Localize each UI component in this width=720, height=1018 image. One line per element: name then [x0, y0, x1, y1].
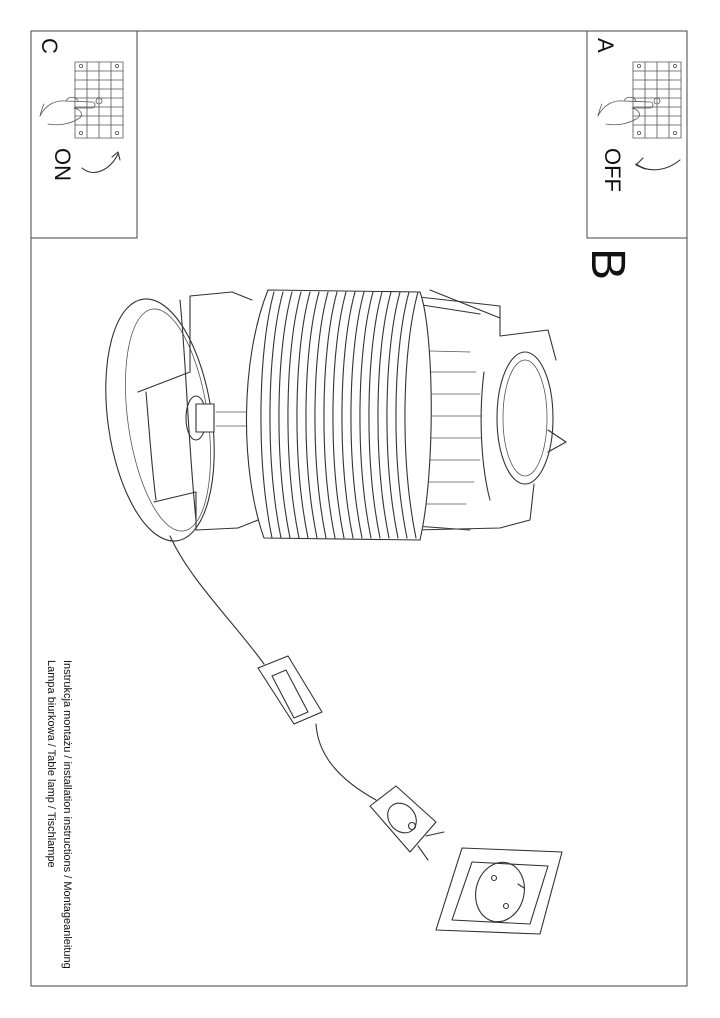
- lamp-illustration: [105, 289, 567, 935]
- panel-c: C ON: [30, 30, 138, 239]
- step-b-letter: B: [581, 248, 634, 280]
- panel-a-letter: A: [593, 38, 618, 53]
- switch-block-icon: [632, 61, 682, 139]
- rotate-arrow-icon: [81, 151, 121, 173]
- panel-a: A OFF: [586, 30, 688, 239]
- switch-block-icon: [74, 61, 124, 139]
- power-cord: [169, 535, 265, 665]
- document-caption: Instrukcja montażu / installation instru…: [45, 660, 73, 969]
- rotate-arrow-icon: [635, 157, 681, 171]
- hand-pressing-icon: [597, 96, 654, 126]
- panel-c-frame: [30, 30, 138, 239]
- caption-line-1: Instrukcja montażu / installation instru…: [61, 660, 73, 969]
- inline-switch-icon: [257, 655, 323, 725]
- lamp-cage-lower: [137, 291, 259, 531]
- panel-c-letter: C: [37, 38, 62, 54]
- lamp-base: [105, 298, 215, 542]
- panel-a-state-label: OFF: [600, 148, 625, 192]
- wall-socket-icon: [435, 847, 563, 935]
- lamp-rope-shade: [245, 289, 432, 541]
- plug-icon: [369, 785, 445, 861]
- lamp-top-ring: [496, 351, 567, 485]
- page-border: [30, 30, 688, 987]
- panel-a-frame: [586, 30, 688, 239]
- caption-line-2: Lampa biurkowa / Table lamp / Tischlampe: [45, 660, 57, 868]
- hand-pressing-icon: [39, 96, 96, 126]
- power-cord: [315, 723, 377, 801]
- panel-c-state-label: ON: [50, 148, 75, 181]
